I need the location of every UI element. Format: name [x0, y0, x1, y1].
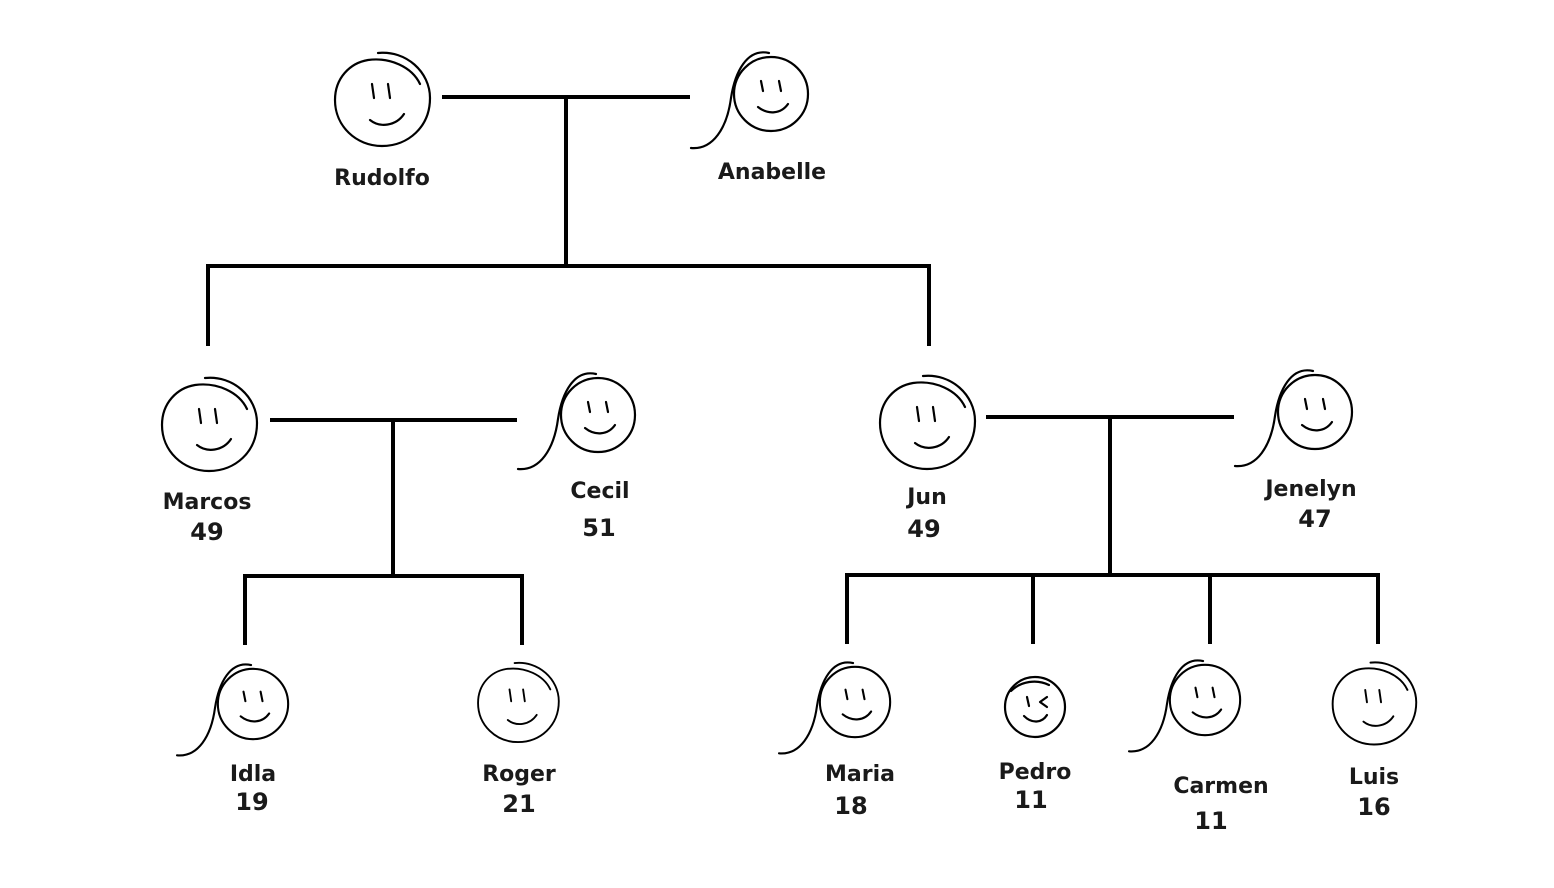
- person-age: 47: [1298, 505, 1331, 533]
- person-age: 21: [502, 790, 535, 818]
- person-luis: Luis 16: [1331, 661, 1418, 821]
- person-roger: Roger 21: [477, 661, 560, 818]
- person-marcos: Marcos 49: [160, 376, 259, 546]
- person-jenelyn: Jenelyn 47: [1233, 369, 1357, 533]
- person-rudolfo: Rudolfo: [333, 51, 432, 191]
- person-name: Jun: [905, 485, 947, 510]
- person-age: 49: [907, 515, 940, 543]
- male-face-icon: [477, 661, 560, 744]
- male-face-icon: [333, 51, 432, 148]
- person-carmen: Carmen 11: [1127, 659, 1269, 835]
- female-face-icon: [1233, 369, 1354, 468]
- person-name: Anabelle: [718, 160, 826, 185]
- male-face-icon: [160, 376, 259, 473]
- person-age: 11: [1014, 786, 1047, 814]
- person-maria: Maria 18: [777, 661, 895, 820]
- person-name: Roger: [482, 762, 556, 787]
- female-face-icon: [516, 372, 637, 471]
- person-age: 19: [235, 788, 268, 816]
- person-name: Carmen: [1173, 774, 1268, 799]
- person-name: Cecil: [570, 479, 629, 504]
- person-name: Maria: [825, 762, 895, 787]
- person-age: 16: [1357, 793, 1390, 821]
- person-age: 51: [582, 514, 615, 542]
- connector-lines: [206, 95, 1380, 645]
- person-name: Jenelyn: [1263, 477, 1356, 502]
- male-face-icon: [1331, 661, 1418, 746]
- female-face-icon: [777, 661, 892, 755]
- person-name: Idla: [230, 762, 276, 787]
- person-pedro: Pedro 11: [999, 675, 1072, 814]
- person-name: Marcos: [163, 490, 252, 515]
- female-face-icon: [689, 51, 810, 150]
- person-name: Rudolfo: [334, 166, 430, 191]
- person-anabelle: Anabelle: [689, 51, 826, 185]
- person-cecil: Cecil 51: [516, 372, 637, 542]
- male-face-icon: [878, 374, 977, 471]
- female-face-icon: [175, 663, 290, 757]
- person-age: 11: [1194, 807, 1227, 835]
- person-age: 18: [834, 792, 867, 820]
- female-face-icon: [1127, 659, 1242, 753]
- person-age: 49: [190, 518, 223, 546]
- person-name: Pedro: [999, 760, 1072, 785]
- person-name: Luis: [1349, 765, 1399, 790]
- winking-face-icon: [1003, 675, 1067, 739]
- person-idla: Idla 19: [175, 663, 290, 816]
- person-jun: Jun 49: [878, 374, 977, 543]
